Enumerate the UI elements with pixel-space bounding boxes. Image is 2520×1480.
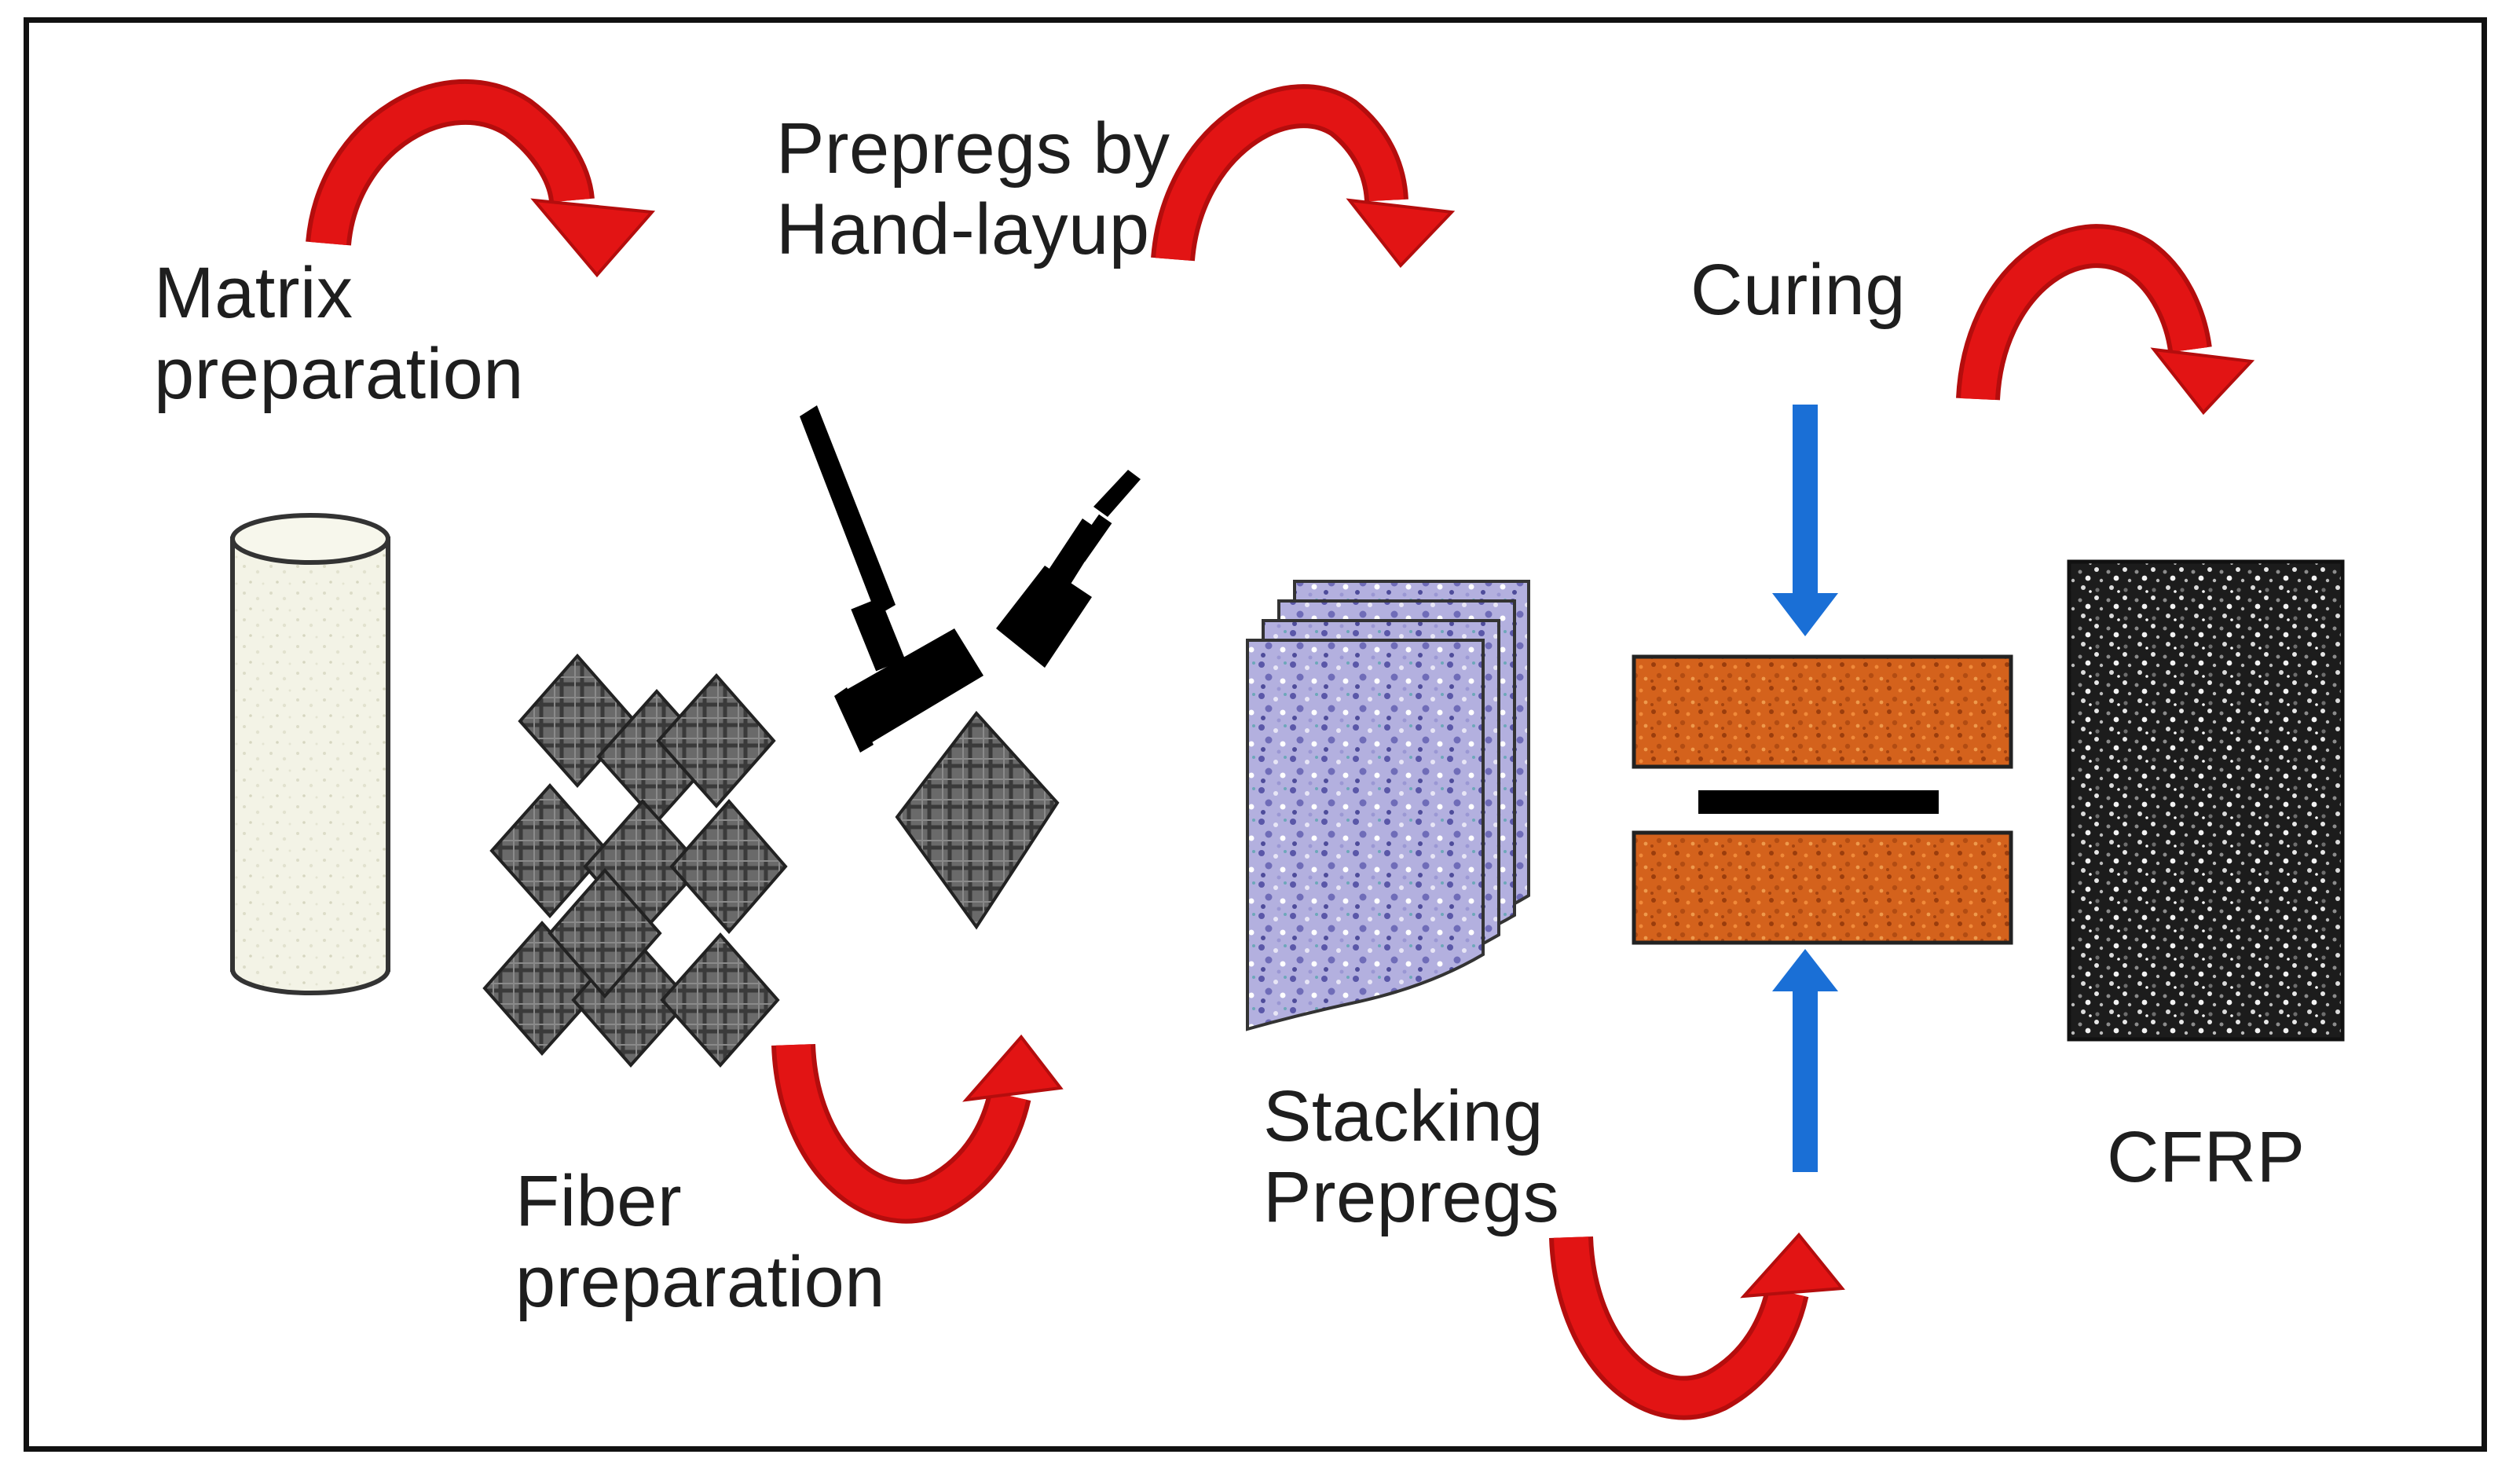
fiber-mesh-icon: [482, 653, 788, 1068]
curved-arrow-icon: [771, 1034, 1064, 1224]
prepreg-sheet-icon: [895, 710, 1060, 930]
cfrp-panel-icon: [2067, 559, 2345, 1042]
curing-label-text: Curing: [1690, 250, 1906, 330]
stacking-label-line2: Prepregs: [1263, 1157, 1560, 1238]
prepregs-label: Prepregs by Hand-layup: [776, 108, 1170, 270]
curved-arrow-icon: [306, 79, 656, 278]
prepregs-label-line1: Prepregs by: [776, 108, 1170, 189]
fiber-label-line2: preparation: [515, 1242, 885, 1323]
fiber-label-line1: Fiber: [515, 1161, 683, 1241]
curved-arrow-icon: [1549, 1232, 1845, 1420]
curved-arrow-icon: [1151, 84, 1456, 269]
cfrp-label: CFRP: [2107, 1117, 2305, 1198]
curing-press-icon: [1632, 405, 2013, 1172]
matrix-label-line2: preparation: [154, 334, 524, 415]
roller-icon: [800, 405, 983, 753]
stacking-label-line1: Stacking: [1263, 1076, 1544, 1156]
curing-label: Curing: [1690, 250, 1906, 331]
brush-icon: [996, 470, 1141, 668]
matrix-label: Matrix preparation: [154, 253, 524, 415]
curved-arrow-icon: [1956, 224, 2255, 416]
prepregs-label-line2: Hand-layup: [776, 189, 1150, 270]
matrix-cylinder-icon: [230, 513, 390, 995]
stacking-label: Stacking Prepregs: [1263, 1076, 1559, 1238]
fiber-label: Fiber preparation: [515, 1161, 885, 1323]
cfrp-label-text: CFRP: [2107, 1117, 2306, 1197]
stacked-prepregs-icon: [1246, 580, 1530, 1031]
matrix-label-line1: Matrix: [154, 253, 353, 333]
